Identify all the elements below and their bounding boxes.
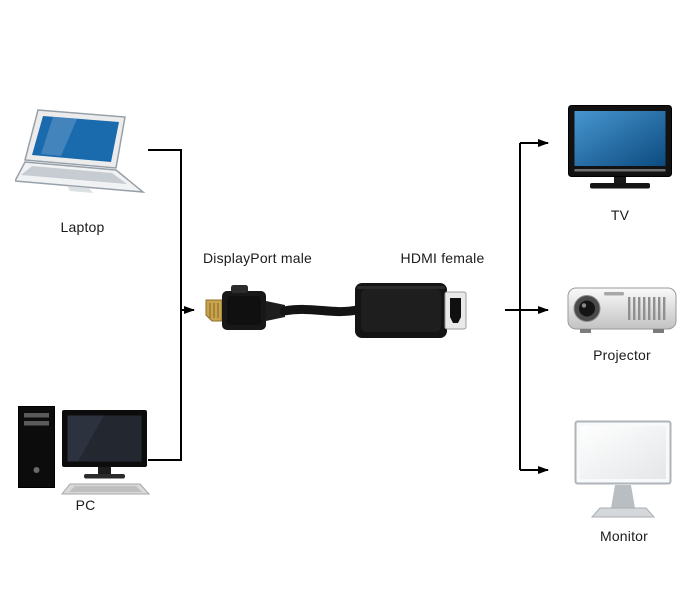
hdmi-female-icon (355, 283, 467, 338)
monitor-label: Monitor (599, 528, 649, 544)
displayport-male-icon (205, 285, 285, 330)
line-laptop-to-hub (148, 149, 182, 310)
adapter-cable (279, 304, 362, 317)
laptop-icon (13, 108, 150, 221)
monitor-icon (574, 420, 674, 525)
tv-label: TV (610, 207, 630, 223)
displayport-male-label: DisplayPort male (202, 250, 312, 266)
tv-icon (568, 105, 672, 210)
laptop-label: Laptop (60, 219, 105, 235)
projector-icon (566, 281, 678, 348)
line-pc-to-hub (148, 310, 182, 461)
hdmi-female-label: HDMI female (400, 250, 485, 266)
pc-icon (18, 406, 153, 505)
pc-label: PC (75, 497, 96, 513)
projector-label: Projector (593, 347, 651, 363)
adapter-icon (205, 274, 505, 351)
